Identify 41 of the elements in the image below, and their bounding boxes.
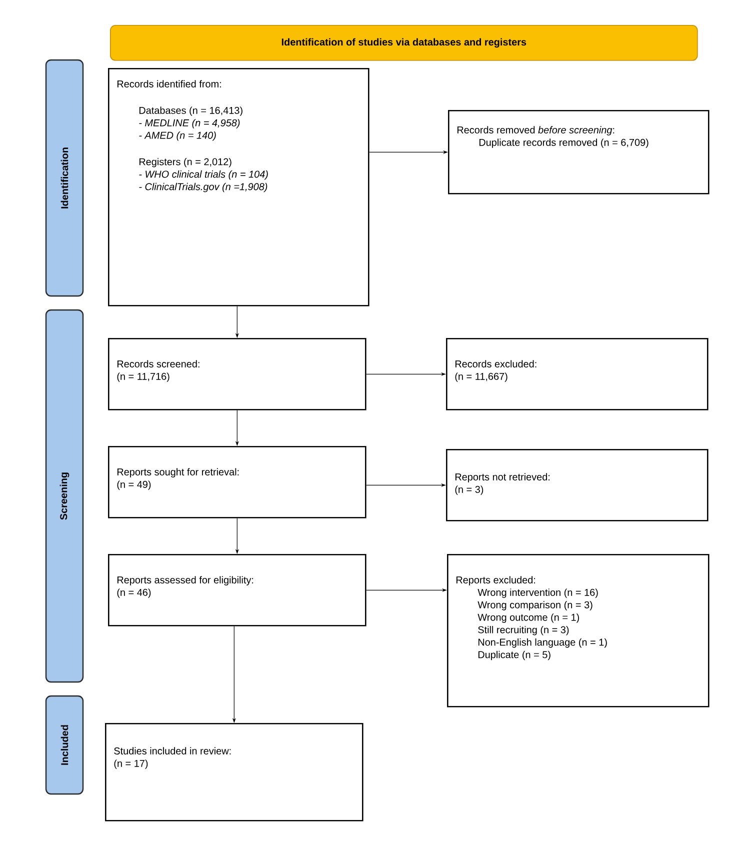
process-box: [448, 110, 710, 194]
box-text: Reports assessed for eligibility:: [117, 576, 254, 586]
title-banner: Identification of studies via databases and registers: [110, 25, 698, 61]
box-text: (n = 17): [114, 760, 148, 769]
box-text: Wrong comparison (n = 3): [478, 601, 592, 610]
stage-band: Identification: [45, 59, 84, 297]
process-box: [446, 449, 708, 522]
process-box: [108, 554, 366, 626]
box-text: (n = 11,667): [455, 372, 508, 382]
box-text: - ClinicalTrials.gov (n =1,908): [139, 182, 268, 192]
process-box: [108, 338, 366, 410]
box-text: Reports not retrieved:: [455, 473, 550, 482]
box-text: Records identified from:: [117, 80, 221, 88]
box-text: Registers (n = 2,012): [139, 158, 232, 168]
box-text: (n = 46): [117, 588, 151, 598]
box-text: Studies included in review:: [114, 747, 231, 754]
process-box: [108, 68, 370, 306]
box-text: Non-English language (n = 1): [478, 638, 607, 648]
stage-band: Included: [45, 695, 84, 795]
box-text: Duplicate (n = 5): [478, 650, 550, 660]
process-box: [446, 338, 708, 410]
box-text: Still recruiting (n = 3): [478, 626, 569, 636]
box-text: Records screened:: [117, 360, 200, 368]
process-box: [105, 723, 364, 822]
box-text: (n = 3): [455, 486, 484, 495]
box-text: - MEDLINE (n = 4,958): [139, 119, 240, 128]
box-text: (n = 49): [117, 480, 151, 490]
stage-band: Screening: [45, 309, 84, 683]
box-text: Records removed before screening:: [457, 126, 614, 136]
box-text: Databases (n = 16,413): [139, 106, 242, 116]
box-text: - AMED (n = 140): [139, 132, 216, 141]
box-text: Reports sought for retrieval:: [117, 468, 239, 478]
box-text: Duplicate records removed (n = 6,709): [479, 138, 648, 148]
box-text: Wrong outcome (n = 1): [478, 614, 579, 623]
box-text: Reports excluded:: [456, 576, 536, 586]
box-text: Wrong intervention (n = 16): [478, 588, 598, 598]
process-box: [108, 446, 366, 518]
process-box: [447, 554, 710, 708]
box-text: Records excluded:: [455, 360, 536, 368]
box-text: - WHO clinical trials (n = 104): [139, 170, 268, 180]
box-text: (n = 11,716): [117, 372, 170, 382]
